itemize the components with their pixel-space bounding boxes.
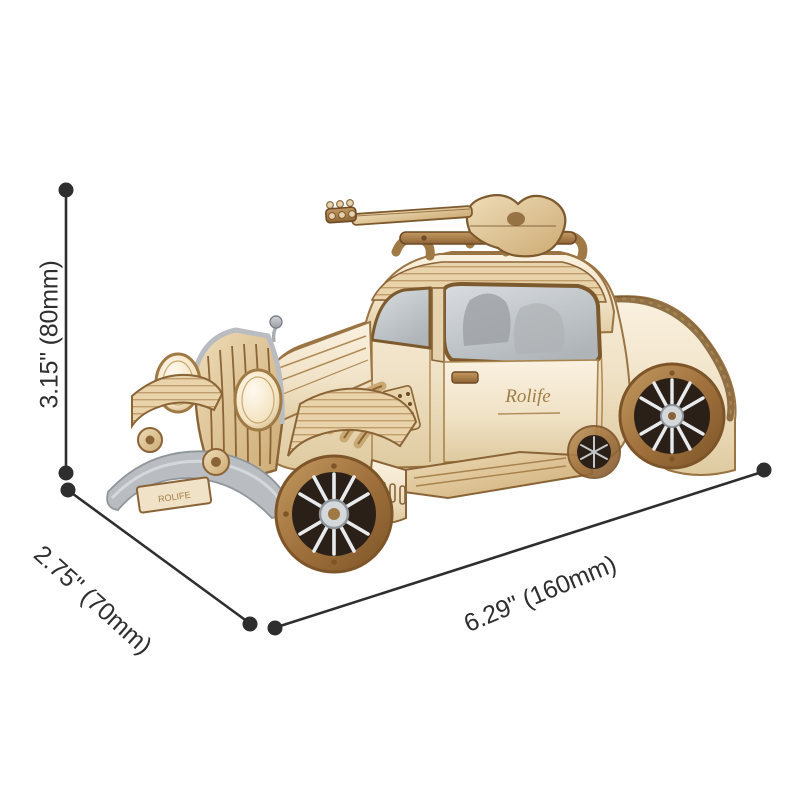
svg-text:ROLIFE: ROLIFE [157,490,191,504]
cabin [365,253,616,369]
guitar [325,193,567,258]
depth-dimension-line [60,482,258,632]
height-dimension-label: 3.15" (80mm) [35,260,64,409]
model-car: Rolife [106,193,737,574]
front-fender [131,373,418,457]
height-dimension-line [58,182,74,481]
rear-wheel [618,362,726,470]
front-wheel [274,454,394,574]
dimension-lines [58,182,772,636]
front-bumper: ROLIFE [106,427,288,519]
door-logo-text: Rolife [504,386,550,407]
far-rear-wheel [567,425,621,479]
length-dimension-line [267,462,772,636]
license-plate [135,476,213,514]
